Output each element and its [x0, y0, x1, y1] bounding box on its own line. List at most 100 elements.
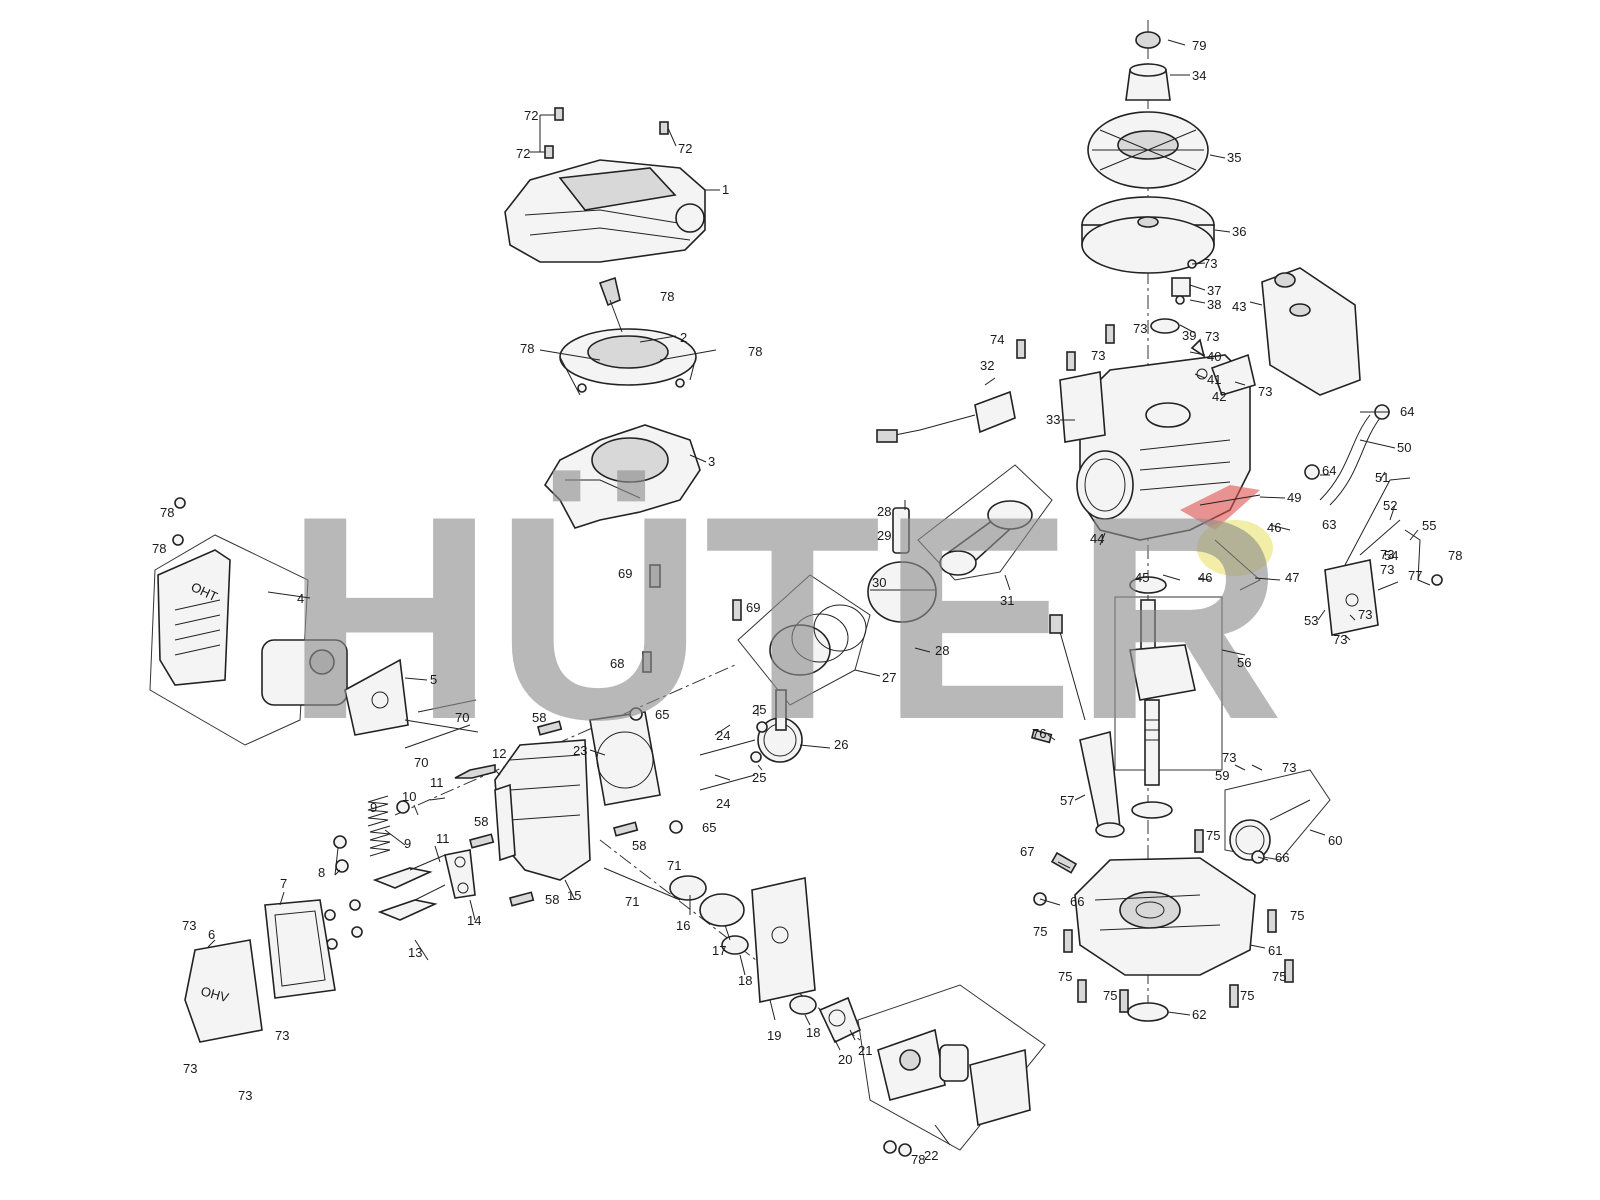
label-45: 45	[1135, 570, 1149, 585]
label-68: 68	[610, 656, 624, 671]
label-25b: 25	[752, 770, 766, 785]
label-72c: 72	[678, 141, 692, 156]
piston	[867, 561, 937, 623]
label-60: 60	[1328, 833, 1342, 848]
fuel-tank	[1261, 267, 1361, 396]
cylinder-head	[494, 739, 591, 881]
label-65b: 65	[702, 820, 716, 835]
label-22: 22	[924, 1148, 938, 1163]
label-65a: 65	[655, 707, 669, 722]
label-78d: 78	[160, 505, 174, 520]
label-8: 8	[318, 865, 325, 880]
label-50: 50	[1397, 440, 1411, 455]
label-27: 27	[882, 670, 896, 685]
label-39: 39	[1182, 328, 1196, 343]
flywheel	[1081, 196, 1215, 274]
crankshaft-group	[1114, 576, 1223, 786]
label-75g: 75	[1290, 908, 1304, 923]
label-11a: 11	[430, 775, 444, 790]
label-63: 63	[1322, 517, 1336, 532]
label-9a: 9	[370, 800, 377, 815]
label-49: 49	[1287, 490, 1301, 505]
label-75b: 75	[1033, 924, 1047, 939]
label-57: 57	[1060, 793, 1074, 808]
label-36: 36	[1232, 224, 1246, 239]
label-73n: 73	[1380, 547, 1394, 562]
label-78g: 78	[911, 1152, 925, 1167]
label-73l: 73	[1222, 750, 1236, 765]
label-73d: 73	[275, 1028, 289, 1043]
recoil-starter	[539, 276, 717, 396]
label-70b: 70	[414, 755, 428, 770]
valve-cover-text: OHV	[199, 983, 230, 1005]
fan-shroud	[543, 424, 701, 529]
label-78e: 78	[152, 541, 166, 556]
label-42: 42	[1212, 389, 1226, 404]
label-73m: 73	[1282, 760, 1296, 775]
governor-gear-group	[1224, 769, 1331, 861]
label-71a: 71	[667, 858, 681, 873]
top-shroud-cover	[504, 159, 706, 263]
label-34: 34	[1192, 68, 1206, 83]
label-23: 23	[573, 743, 587, 758]
governor-arm-highlight	[1180, 485, 1273, 591]
insulator	[669, 875, 745, 927]
label-78c: 78	[748, 344, 762, 359]
label-77: 77	[1408, 568, 1422, 583]
throttle-lever	[1377, 529, 1443, 591]
label-17: 17	[712, 943, 726, 958]
label-78a: 78	[660, 289, 674, 304]
label-72b: 72	[516, 146, 530, 161]
label-30: 30	[872, 575, 886, 590]
label-58d: 58	[632, 838, 646, 853]
watermark-text: HÜTER	[285, 456, 1284, 780]
label-64a: 64	[1400, 404, 1414, 419]
connecting-rod-group	[917, 464, 1053, 581]
part-labels: 1 2 3 4 5 6 7 8 9 9 10 11 11 12 13 14 15…	[152, 38, 1462, 1167]
label-73h: 73	[1205, 329, 1219, 344]
label-61: 61	[1268, 943, 1282, 958]
label-56: 56	[1237, 655, 1251, 670]
label-66b: 66	[1275, 850, 1289, 865]
governor-rod	[1344, 477, 1411, 566]
label-5: 5	[430, 672, 437, 687]
label-11b: 11	[436, 831, 450, 846]
crankcase-cover	[1074, 857, 1256, 976]
label-29: 29	[877, 528, 891, 543]
muffler-gasket	[344, 658, 409, 736]
label-55: 55	[1422, 518, 1436, 533]
valve-nuts	[324, 800, 410, 950]
muffler-assembly: OHT	[149, 497, 348, 746]
label-26: 26	[834, 737, 848, 752]
label-46a: 46	[1267, 520, 1281, 535]
label-25a: 25	[752, 702, 766, 717]
label-73e: 73	[1133, 321, 1147, 336]
oil-fill-tube	[1079, 730, 1125, 838]
leader-lines	[207, 39, 1419, 1146]
label-58c: 58	[545, 892, 559, 907]
label-37: 37	[1207, 283, 1221, 298]
label-7: 7	[280, 876, 287, 891]
oil-seal-top	[1150, 318, 1180, 334]
label-9b: 9	[404, 836, 411, 851]
starter-cup	[1125, 63, 1171, 101]
label-40: 40	[1207, 349, 1221, 364]
label-28b: 28	[935, 643, 949, 658]
cylinder-axis-line	[394, 664, 736, 816]
label-21: 21	[858, 1043, 872, 1058]
label-44: 44	[1090, 531, 1104, 546]
label-58a: 58	[532, 710, 546, 725]
label-59: 59	[1215, 768, 1229, 783]
cooling-fan	[1087, 111, 1209, 189]
label-75a: 75	[1206, 828, 1220, 843]
label-66a: 66	[1070, 894, 1084, 909]
label-51: 51	[1375, 470, 1389, 485]
label-35: 35	[1227, 150, 1241, 165]
label-70a: 70	[455, 710, 469, 725]
control-bracket	[1324, 559, 1379, 636]
label-62: 62	[1192, 1007, 1206, 1022]
label-2: 2	[680, 330, 687, 345]
label-73g: 73	[1203, 256, 1217, 271]
intake-axis-line	[599, 839, 861, 1041]
